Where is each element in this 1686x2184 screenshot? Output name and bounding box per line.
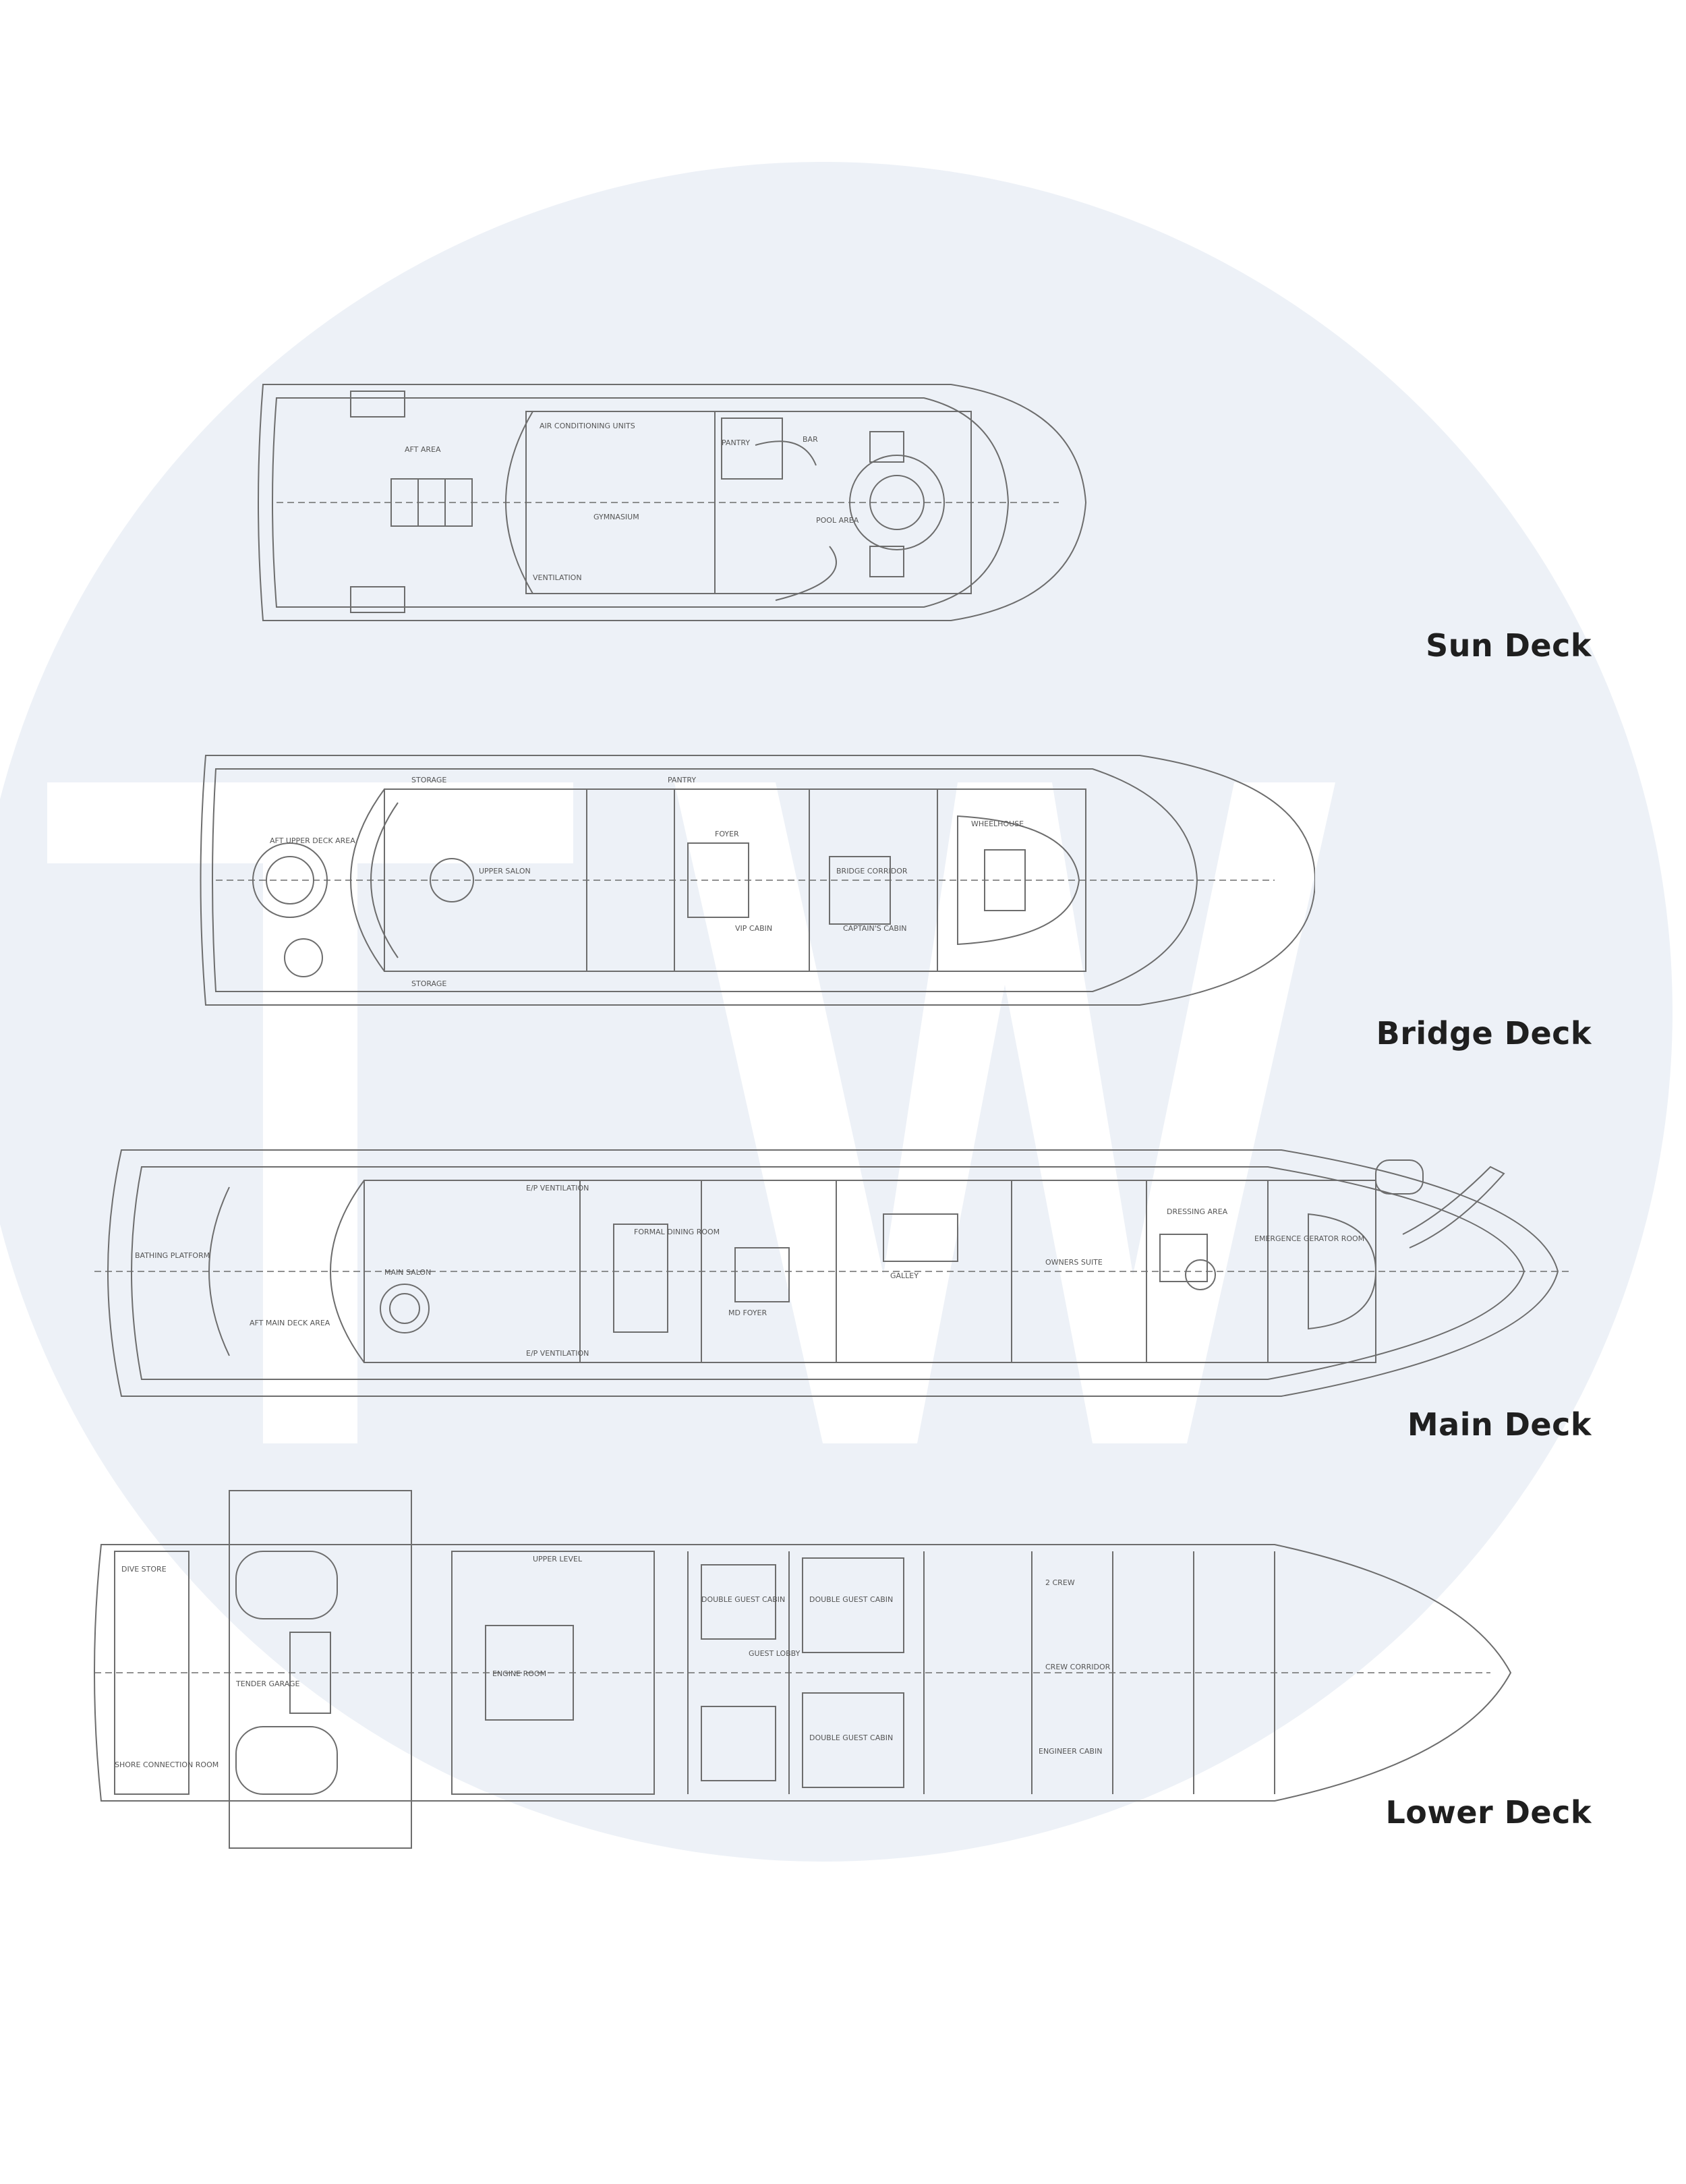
lower-deck-room-label: DIVE STORE xyxy=(121,1565,167,1574)
main-deck-label: Main Deck xyxy=(1407,1406,1592,1443)
sun-deck-room-label: VENTILATION xyxy=(533,573,582,582)
main-deck-room-label: AFT MAIN DECK AREA xyxy=(250,1319,330,1327)
main-deck-room-label: GALLEY xyxy=(890,1271,919,1280)
bridge-deck-room-label: VIP CABIN xyxy=(735,924,772,933)
bridge-deck-room-label: STORAGE xyxy=(411,776,446,784)
sun-deck-room-label: POOL AREA xyxy=(816,516,859,525)
main-deck-room-label: DRESSING AREA xyxy=(1167,1207,1228,1216)
main-deck-room-label: E/P VENTILATION xyxy=(526,1349,589,1358)
sun-deck-dining-table xyxy=(390,478,473,527)
sun-deck-room-label: AIR CONDITIONING UNITS xyxy=(540,422,635,430)
lower-deck-room-label: CREW CORRIDOR xyxy=(1045,1663,1111,1671)
lower-deck-room-label: GUEST LOBBY xyxy=(749,1649,801,1658)
sun-deck-room-label: BAR xyxy=(803,435,818,444)
sun-deck-room-label: PANTRY xyxy=(722,438,750,447)
sun-deck-room-label: GYMNASIUM xyxy=(593,513,639,521)
main-deck-plan: BATHING PLATFORM AFT MAIN DECK AREA MAIN… xyxy=(54,1113,1585,1416)
lower-deck-room-label: DOUBLE GUEST CABIN xyxy=(809,1595,893,1604)
bridge-deck-label: Bridge Deck xyxy=(1376,1015,1592,1052)
bridge-deck-room-label: AFT UPPER DECK AREA xyxy=(270,836,355,845)
bridge-deck-room-label: CAPTAIN'S CABIN xyxy=(843,924,906,933)
bridge-deck-round-table xyxy=(252,842,328,918)
watermark-circle xyxy=(0,162,1673,1862)
lower-deck-plan: DIVE STORE TENDER GARAGE SHORE CONNECTIO… xyxy=(74,1484,1517,1862)
lower-deck-room-label: SHORE CONNECTION ROOM xyxy=(115,1760,219,1769)
sun-deck-plan: AFT AREA AIR CONDITIONING UNITS GYMNASIU… xyxy=(250,378,1099,627)
sun-deck-label: Sun Deck xyxy=(1426,627,1592,664)
bridge-deck-room-label: PANTRY xyxy=(668,776,696,784)
lower-deck-room-label: ENGINEER CABIN xyxy=(1039,1747,1102,1756)
lower-deck-room-label: 2 CREW xyxy=(1045,1578,1075,1587)
lower-deck-room-label: DOUBLE GUEST CABIN xyxy=(701,1595,785,1604)
lower-deck-room-label: UPPER LEVEL xyxy=(533,1555,583,1563)
bridge-deck-room-label: WHEELHOUSE xyxy=(971,820,1024,828)
bridge-deck-room-label: UPPER SALON xyxy=(479,867,531,875)
bridge-deck-room-label: FOYER xyxy=(715,830,739,838)
main-deck-room-label: MAIN SALON xyxy=(384,1268,431,1277)
bridge-deck-room-label: BRIDGE CORRIDOR xyxy=(836,867,908,875)
main-deck-room-label: FORMAL DINING ROOM xyxy=(634,1228,720,1236)
bridge-deck-plan: STORAGE AFT UPPER DECK AREA UPPER SALON … xyxy=(196,742,1315,1018)
lower-deck-label: Lower Deck xyxy=(1385,1794,1592,1831)
main-deck-round-table xyxy=(380,1284,430,1333)
main-deck-room-label: EMERGENCE GERATOR ROOM xyxy=(1254,1234,1364,1243)
main-deck-room-label: BATHING PLATFORM xyxy=(135,1251,210,1260)
main-deck-room-label: E/P VENTILATION xyxy=(526,1184,589,1192)
sun-deck-room-label: AFT AREA xyxy=(405,445,441,454)
lower-deck-room-label: DOUBLE GUEST CABIN xyxy=(809,1733,893,1742)
bridge-deck-room-label: STORAGE xyxy=(411,979,446,988)
lower-deck-room-label: TENDER GARAGE xyxy=(235,1679,300,1688)
lower-deck-room-label: ENGINE ROOM xyxy=(492,1669,546,1678)
watermark-letters xyxy=(47,782,1335,1443)
main-deck-room-label: MD FOYER xyxy=(728,1309,767,1317)
main-deck-room-label: OWNERS SUITE xyxy=(1045,1258,1103,1267)
